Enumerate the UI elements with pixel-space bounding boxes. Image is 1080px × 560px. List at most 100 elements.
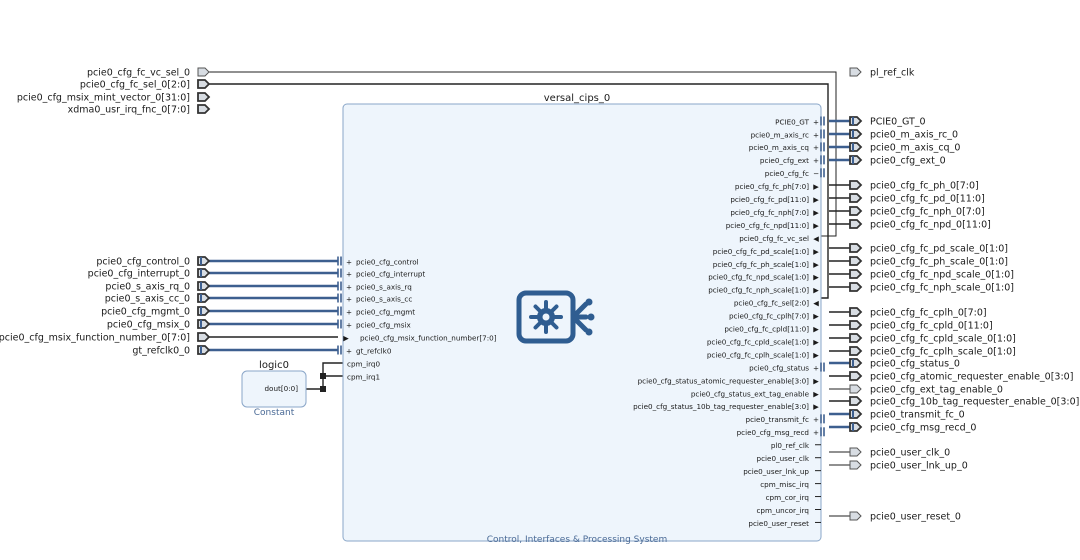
right-port-25-label: pcie0_user_reset_0 [870,512,961,523]
right-port-23[interactable] [849,447,862,457]
right-port-13[interactable] [849,307,863,317]
block-right-pin-27-label: pcie0_user_lnk_up [743,467,809,476]
right-port-19[interactable] [849,384,862,394]
right-port-11[interactable] [849,269,863,279]
block-right-pin-12-symbol: ▶ [813,273,819,282]
right-port-23-shape [849,447,862,457]
right-port-9[interactable] [849,243,863,253]
block-right-pin-16-symbol: ▶ [813,325,819,334]
left-port-3[interactable] [197,104,211,114]
left-port-3-label: xdma0_usr_irq_fnc_0[7:0] [68,105,190,116]
left-port-9[interactable] [197,319,211,329]
block-right-pin-5-symbol: ▶ [813,182,819,191]
left-port-0-shape [197,67,210,77]
right-port-5[interactable] [849,180,863,190]
block-right-pin-7-label: pcie0_cfg_fc_nph[7:0] [730,208,809,217]
block-right-pin-6-label: pcie0_cfg_fc_pd[11:0] [730,195,809,204]
right-port-3[interactable] [849,142,863,152]
block-left-pin-3-symbol: + [346,294,352,303]
right-port-25[interactable] [849,511,862,521]
block-right-pin-25-label: pl0_ref_clk [771,441,810,450]
right-port-7-shape [849,206,863,216]
right-port-3-label: pcie0_m_axis_cq_0 [870,143,960,154]
right-port-8-label: pcie0_cfg_fc_npd_0[11:0] [870,220,991,231]
left-port-8[interactable] [197,306,211,316]
right-port-16-label: pcie0_cfg_fc_cplh_scale_0[1:0] [870,347,1016,358]
right-port-21[interactable] [849,409,863,419]
right-port-2[interactable] [849,129,863,139]
block-left-pin-6-label: pcie0_cfg_msix_function_number[7:0] [360,333,497,342]
block-right-pin-19-label: pcie0_cfg_status [749,363,809,372]
right-port-7[interactable] [849,206,863,216]
right-port-18[interactable] [849,371,863,381]
right-port-1[interactable] [849,116,863,126]
block-left-pin-2-label: pcie0_s_axis_rq [356,282,412,291]
left-port-0[interactable] [197,67,210,77]
left-port-4[interactable] [197,256,211,266]
right-port-3-shape [849,142,863,152]
left-port-1[interactable] [197,79,211,89]
left-port-8-shape [197,306,211,316]
block-right-pin-4-label: pcie0_cfg_fc [765,169,809,178]
block-left-pin-7-label: gt_refclk0 [356,346,392,355]
block-right-pin-5-label: pcie0_cfg_fc_ph[7:0] [735,182,809,191]
block-right-pin-4-symbol: − [813,169,819,178]
left-port-1-shape [197,79,211,89]
block-left-pin-8-label: cpm_irq0 [347,359,380,368]
right-port-15[interactable] [849,333,863,343]
right-port-0-shape [849,67,862,77]
block-right-pin-20-label: pcie0_cfg_status_atomic_requester_enable… [638,376,810,385]
left-port-7-label: pcie0_s_axis_cc_0 [105,294,190,305]
block-right-pin-0-label: PCIE0_GT [775,117,809,126]
block-right-pin-31-label: pcie0_user_reset [748,519,809,528]
constant-block[interactable] [241,370,307,408]
right-port-10[interactable] [849,256,863,266]
block-right-pin-22-symbol: ▶ [813,402,819,411]
left-port-6-label: pcie0_s_axis_rq_0 [105,282,190,293]
block-left-pin-0-label: pcie0_cfg_control [356,257,419,266]
right-port-20[interactable] [849,396,863,406]
block-right-pin-3-label: pcie0_cfg_ext [760,156,809,165]
left-port-6[interactable] [197,281,211,291]
left-port-5[interactable] [197,268,211,278]
right-port-10-shape [849,256,863,266]
block-right-pin-7-symbol: ▶ [813,208,819,217]
left-port-10[interactable] [197,332,211,342]
block-right-pin-14-symbol: ◀ [813,299,819,308]
right-port-14[interactable] [849,320,863,330]
left-port-5-label: pcie0_cfg_interrupt_0 [88,269,190,280]
left-port-7[interactable] [197,293,211,303]
block-left-pin-4-symbol: + [346,307,352,316]
right-port-6-label: pcie0_cfg_fc_pd_0[11:0] [870,194,985,205]
right-port-6[interactable] [849,193,863,203]
right-port-12[interactable] [849,282,863,292]
left-port-2[interactable] [197,92,211,102]
block-right-pin-23-symbol: + [813,415,819,424]
right-port-12-label: pcie0_cfg_fc_nph_scale_0[1:0] [870,283,1014,294]
right-port-16[interactable] [849,346,863,356]
block-left-pin-4-label: pcie0_cfg_mgmt [356,307,415,316]
right-port-22-shape [849,422,863,432]
block-right-pin-24-symbol: + [813,428,819,437]
right-port-22[interactable] [849,422,863,432]
block-left-pin-6-symbol: ▶ [343,333,349,342]
block-right-pin-15-symbol: ▶ [813,312,819,321]
left-port-5-shape [197,268,211,278]
constant-pin: dout[0:0] [264,384,298,393]
right-port-1-shape [849,116,863,126]
block-right-pin-17-label: pcie0_cfg_fc_cpld_scale[1:0] [707,337,809,346]
block-right-pin-18-label: pcie0_cfg_fc_cplh_scale[1:0] [707,350,809,359]
block-right-pin-2-symbol: + [813,143,819,152]
block-right-pin-1-symbol: + [813,130,819,139]
block-right-pin-9-symbol: ◀ [813,234,819,243]
right-port-25-shape [849,511,862,521]
right-port-0[interactable] [849,67,862,77]
right-port-8[interactable] [849,219,863,229]
right-port-4[interactable] [849,155,863,165]
wire-junction [320,373,326,379]
right-port-17[interactable] [849,358,863,368]
left-port-11[interactable] [197,345,211,355]
right-port-24[interactable] [849,460,862,470]
right-port-14-shape [849,320,863,330]
right-port-19-label: pcie0_cfg_ext_tag_enable_0 [870,385,1003,396]
